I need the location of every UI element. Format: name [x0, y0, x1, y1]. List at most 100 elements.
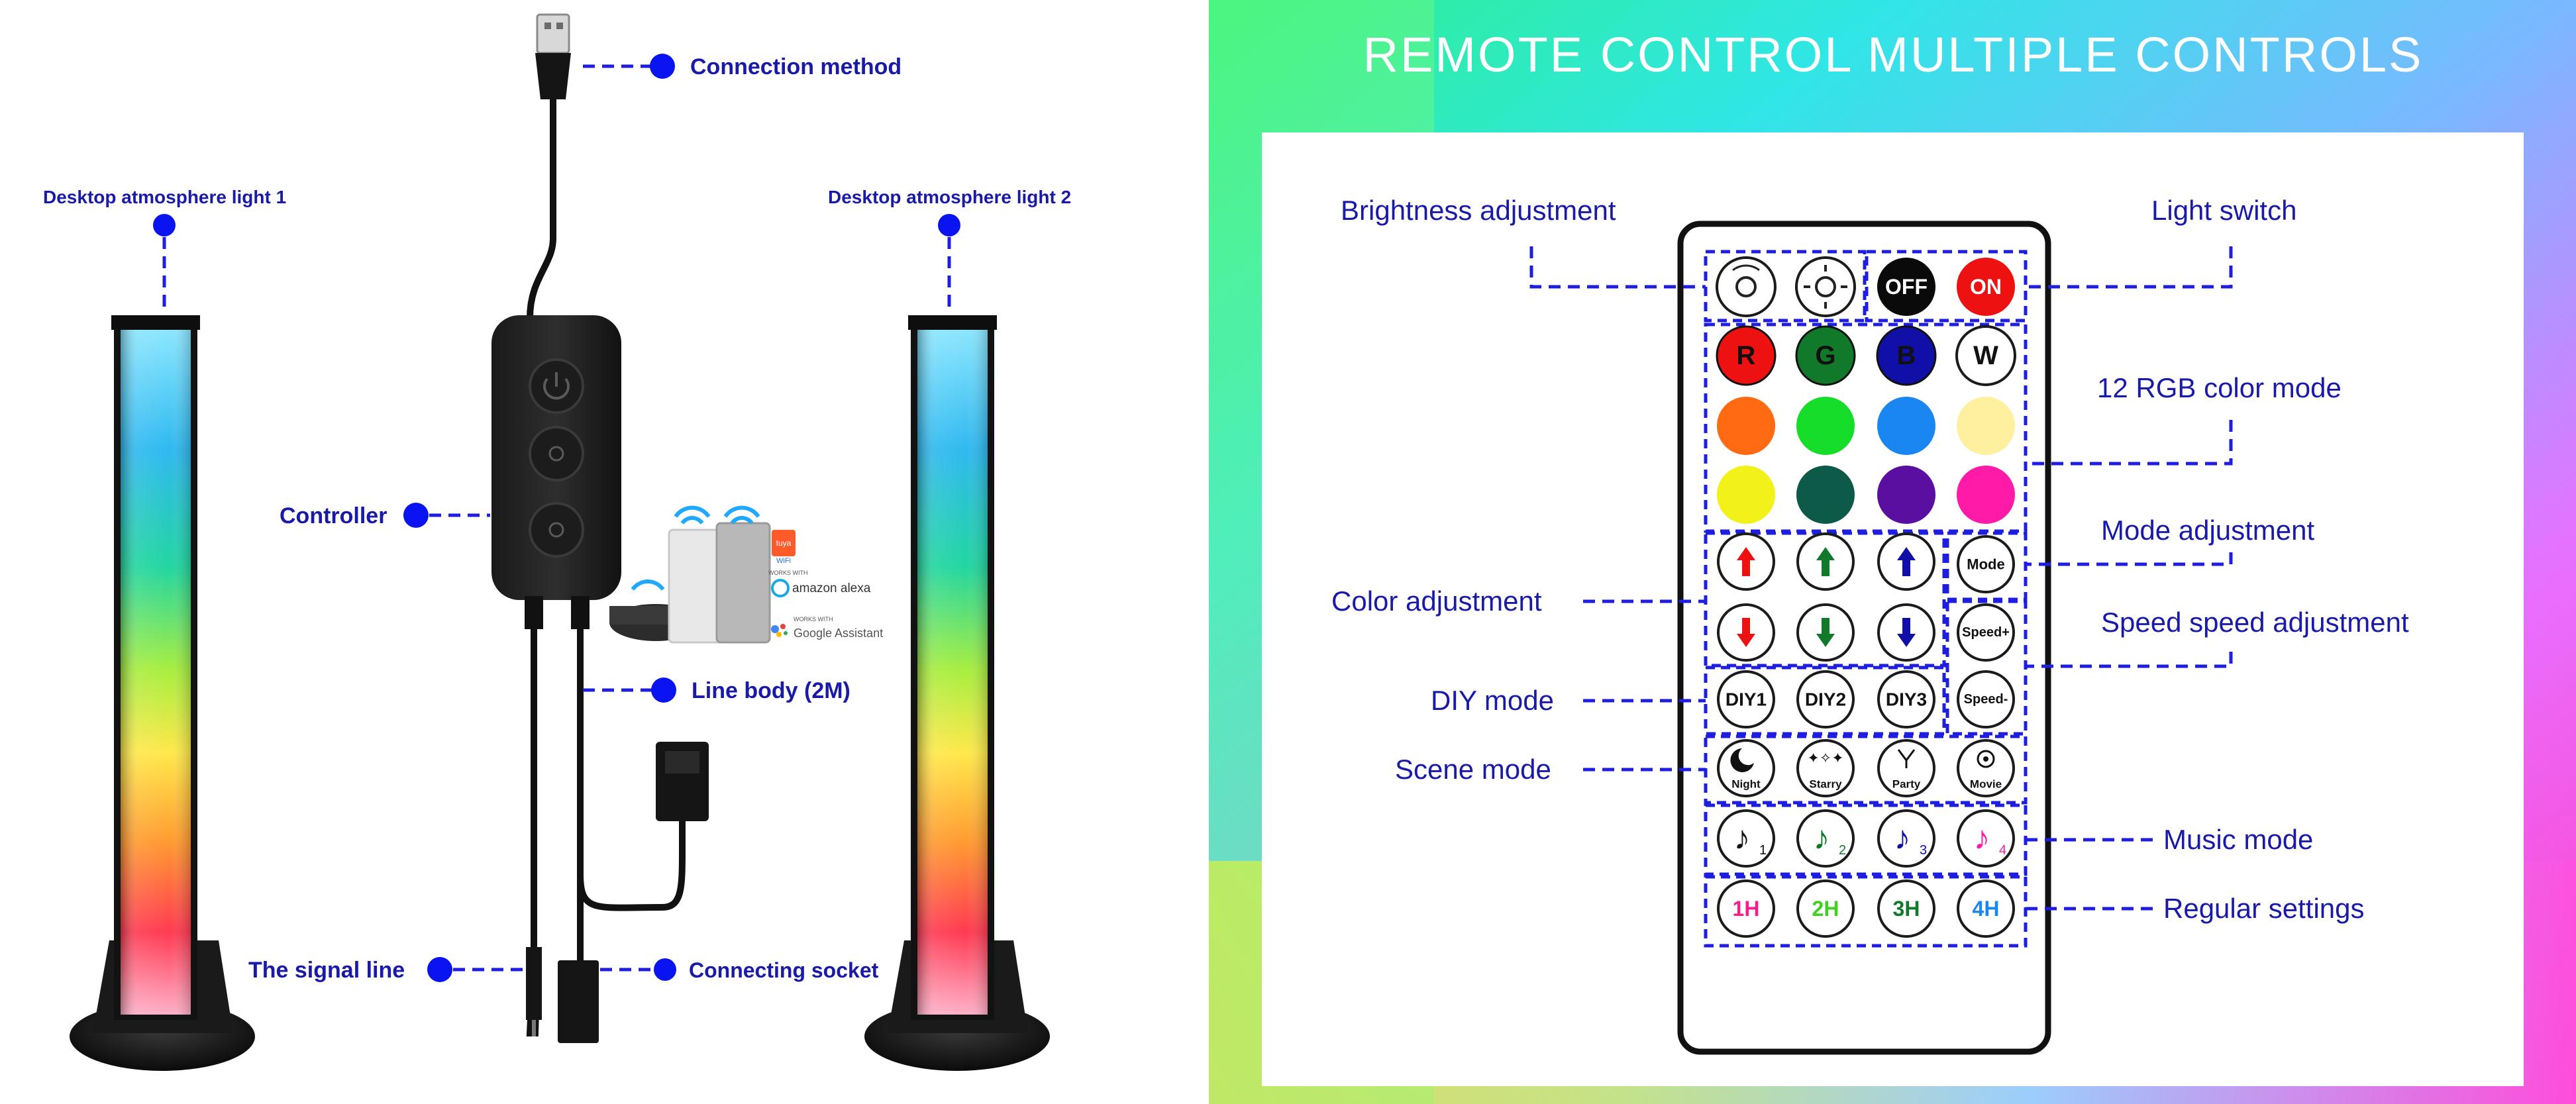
callout-dot [650, 54, 675, 79]
usb-housing [535, 53, 571, 99]
music-2-label: 2 [1839, 843, 1846, 858]
google-assistant-icon [780, 624, 786, 629]
timer-2h-label: 2H [1812, 897, 1839, 921]
color-green-button[interactable] [1795, 325, 1856, 386]
color-blue-button[interactable] [1876, 325, 1937, 386]
color-orange-button[interactable] [1717, 397, 1775, 455]
color-teal-button[interactable] [1796, 466, 1855, 524]
label-connecting-socket: Connecting socket [689, 958, 879, 982]
music-4-button[interactable] [1957, 809, 2015, 868]
label-light-switch: Light switch [2151, 195, 2296, 226]
diy2-button[interactable] [1796, 670, 1855, 728]
on-button[interactable]: ON [1957, 258, 2015, 316]
timer-4h-button[interactable] [1957, 879, 2015, 938]
timer-3h-button[interactable] [1877, 879, 1935, 938]
product-diagram-panel: tuya WiFi WORKS WITH amazon alexa WORKS … [0, 0, 1192, 1104]
controller-brightness-up-button [529, 426, 584, 481]
color-magenta-button[interactable] [1957, 466, 2015, 524]
arrow-down-icon [1737, 618, 1755, 647]
scene-night-label: Night [1731, 778, 1761, 791]
brightness-up-button-ring[interactable] [1795, 256, 1856, 317]
usb-cable [527, 13, 571, 319]
group-color-adjust [1704, 531, 1946, 668]
arrow-up-icon [1737, 547, 1755, 576]
speed-up-button[interactable] [1957, 603, 2015, 662]
light2-cap [908, 315, 997, 330]
output-cables [526, 629, 709, 1043]
label-regular-settings: Regular settings [2163, 893, 2365, 924]
music-3-button[interactable] [1877, 809, 1935, 868]
label-scene-mode: Scene mode [1395, 754, 1551, 785]
off-button-circle[interactable] [1877, 258, 1935, 316]
alexa-small-text: WORKS WITH [768, 570, 808, 576]
color-purple-button[interactable] [1877, 466, 1935, 524]
color-lime-button[interactable] [1796, 397, 1855, 455]
music-3-label: 3 [1920, 843, 1927, 858]
usb-wire [527, 99, 557, 319]
smart-speakers-illustration: tuya WiFi WORKS WITH amazon alexa WORKS … [609, 505, 883, 644]
color-cream-button[interactable] [1957, 397, 2015, 455]
film-reel-icon-center [1983, 756, 1988, 762]
timer-1h-button[interactable] [1717, 879, 1775, 938]
timer-3h-label: 3H [1893, 897, 1920, 921]
music-note-icon: ♪ [1894, 819, 1911, 856]
brightness-down-button-ring[interactable] [1716, 256, 1777, 317]
color-blue-label: B [1897, 341, 1916, 370]
group-mode [1945, 531, 2028, 601]
sun-icon [548, 522, 564, 538]
music-note-icon: ♪ [1734, 819, 1751, 856]
music-note-icon: ♪ [1974, 819, 1990, 856]
connecting-socket-plug [558, 960, 599, 1043]
timer-1h-label: 1H [1733, 897, 1760, 921]
diy3-button[interactable] [1877, 670, 1935, 728]
scene-movie-button[interactable] [1957, 739, 2015, 797]
echo-speaker [715, 522, 771, 644]
diy3-label: DIY3 [1886, 689, 1927, 710]
mode-button[interactable] [1957, 535, 2015, 593]
scene-party-label: Party [1892, 778, 1921, 791]
sun-dim-icon-arc [1732, 264, 1760, 272]
light1-cap [111, 315, 200, 330]
off-button[interactable]: OFF [1877, 258, 1935, 316]
on-button-circle[interactable] [1957, 258, 2015, 316]
panel-title: REMOTE CONTROL MULTIPLE CONTROLS [1363, 27, 2424, 82]
callout-dot [403, 503, 429, 528]
wifi-icon [723, 505, 760, 518]
sun-icon [548, 446, 564, 462]
timer-2h-button[interactable] [1796, 879, 1855, 938]
color-red-button[interactable] [1716, 325, 1777, 386]
callout-dot [938, 214, 960, 236]
label-light-1: Desktop atmosphere light 1 [43, 187, 286, 207]
color-white-button[interactable] [1955, 325, 2016, 386]
alexa-text: amazon alexa [792, 581, 871, 595]
color-yellow-button[interactable] [1717, 466, 1775, 524]
label-color-adjustment: Color adjustment [1331, 585, 1542, 617]
music-4-label: 4 [1999, 843, 2006, 858]
controller-strain-relief [571, 596, 590, 629]
wifi-text: WiFi [776, 557, 791, 565]
label-music-mode: Music mode [2163, 824, 2313, 855]
speed-down-button[interactable] [1957, 670, 2015, 728]
label-controller: Controller [280, 503, 387, 528]
socket-opening [665, 751, 699, 774]
diy1-button[interactable] [1717, 670, 1775, 728]
scene-starry-button[interactable] [1796, 739, 1855, 797]
music-2-button[interactable] [1796, 809, 1855, 868]
callout-dot [427, 957, 452, 982]
google-text: Google Assistant [794, 627, 883, 640]
color-sky-button[interactable] [1877, 397, 1935, 455]
label-brightness-adjustment: Brightness adjustment [1341, 195, 1616, 226]
label-connection-method: Connection method [690, 54, 902, 79]
label-speed-adjustment: Speed speed adjustment [2101, 607, 2409, 638]
music-1-button[interactable] [1717, 809, 1775, 868]
usb-pin [544, 23, 551, 29]
mode-label: Mode [1967, 556, 2004, 573]
music-note-icon: ♪ [1814, 819, 1830, 856]
party-glasses-icon [1897, 749, 1916, 768]
diy1-label: DIY1 [1726, 689, 1767, 710]
color-white-label: W [1973, 341, 1998, 370]
stars-icon: ✦✧✦ [1807, 750, 1843, 766]
wifi-icon [674, 505, 711, 518]
brightness-up-button[interactable] [1795, 256, 1856, 317]
brightness-down-button[interactable] [1716, 256, 1777, 317]
